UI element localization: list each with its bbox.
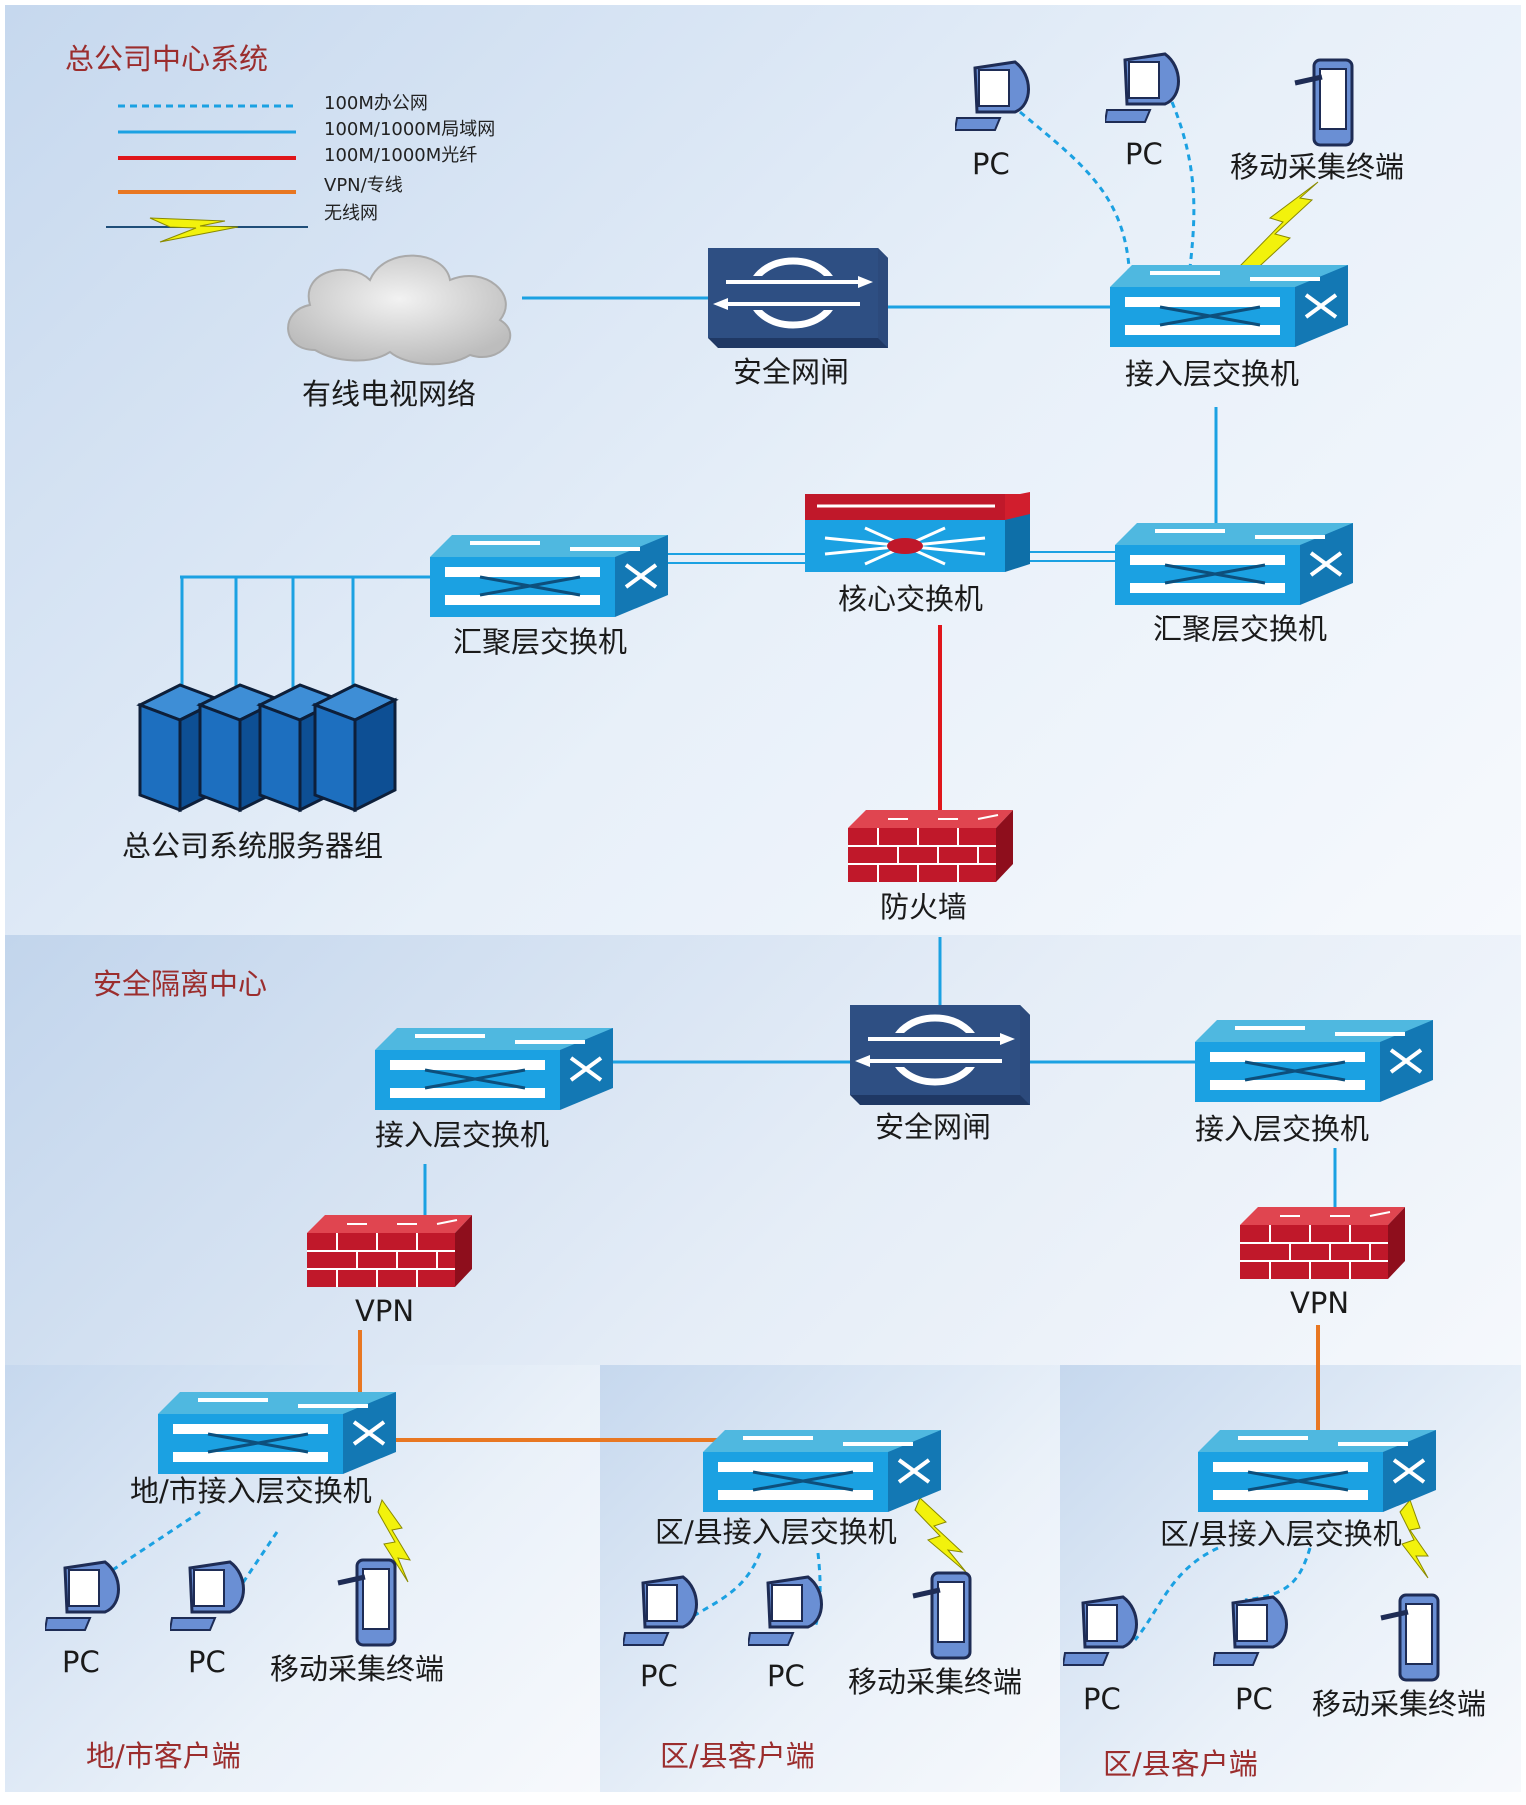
isolation-center-panel xyxy=(5,935,1521,1365)
server-group-icon xyxy=(136,683,399,813)
vpn-firewall-icon xyxy=(1240,1207,1405,1279)
firewall-label: 防火墙 xyxy=(880,890,968,924)
pc-icon xyxy=(170,1560,245,1631)
client3-pc1-label: PC xyxy=(1083,1682,1121,1716)
pc-top-2-label: PC xyxy=(1125,137,1163,171)
legend-wireless-line xyxy=(106,217,308,243)
client2-pc1-label: PC xyxy=(640,1659,678,1693)
agg-left-label: 汇聚层交换机 xyxy=(453,625,628,659)
section-title-county-client-1: 区/县客户端 xyxy=(660,1739,815,1773)
mobile-terminal-icon xyxy=(1380,1593,1440,1682)
county-switch-2-label: 区/县接入层交换机 xyxy=(1160,1517,1402,1551)
pc-icon xyxy=(623,1575,698,1646)
pc-icon xyxy=(1063,1595,1138,1666)
client3-pc2-label: PC xyxy=(1235,1682,1273,1716)
pc-icon xyxy=(1213,1595,1288,1666)
servers-label: 总公司系统服务器组 xyxy=(122,829,384,863)
legend-wireless-label: 无线网 xyxy=(324,203,378,224)
county-switch-1-label: 区/县接入层交换机 xyxy=(655,1515,897,1549)
city-access-switch-icon xyxy=(158,1392,396,1474)
pc-icon xyxy=(748,1575,823,1646)
mobile-top-label: 移动采集终端 xyxy=(1230,150,1405,184)
county-access-switch-icon xyxy=(703,1430,941,1512)
pc-icon xyxy=(955,60,1030,131)
access-switch-icon xyxy=(1195,1020,1433,1102)
vpn-firewall-icon xyxy=(307,1215,472,1287)
client3-mobile-label: 移动采集终端 xyxy=(1312,1687,1487,1721)
mobile-terminal-icon xyxy=(1294,58,1354,147)
client2-pc2-label: PC xyxy=(767,1659,805,1693)
mobile-terminal-icon xyxy=(337,1558,397,1647)
pc-icon xyxy=(45,1560,120,1631)
core-label: 核心交换机 xyxy=(838,582,984,616)
aggregation-switch-icon xyxy=(1115,523,1353,605)
cable-tv-label: 有线电视网络 xyxy=(302,377,477,411)
county-access-switch-icon xyxy=(1198,1430,1436,1512)
section-title-hq: 总公司中心系统 xyxy=(65,42,269,76)
client2-mobile-label: 移动采集终端 xyxy=(848,1665,1023,1699)
pc-icon xyxy=(1105,52,1180,123)
access-mid-right-label: 接入层交换机 xyxy=(1195,1112,1370,1146)
section-title-county-client-2: 区/县客户端 xyxy=(1103,1747,1258,1781)
legend-vpn-label: VPN/专线 xyxy=(324,175,403,196)
client1-mobile-label: 移动采集终端 xyxy=(270,1652,445,1686)
pc-top-1-label: PC xyxy=(972,147,1010,181)
legend-lan-label: 100M/1000M局域网 xyxy=(324,119,496,140)
security-gateway-icon xyxy=(850,1005,1030,1105)
mobile-terminal-icon xyxy=(912,1571,972,1660)
agg-right-label: 汇聚层交换机 xyxy=(1153,612,1328,646)
section-title-city-client: 地/市客户端 xyxy=(86,1739,241,1773)
legend-office-label: 100M办公网 xyxy=(324,93,428,114)
access-switch-icon xyxy=(1110,265,1348,347)
client1-pc1-label: PC xyxy=(62,1645,100,1679)
client1-pc2-label: PC xyxy=(188,1645,226,1679)
gateway-top-label: 安全网闸 xyxy=(733,355,850,389)
city-switch-label: 地/市接入层交换机 xyxy=(130,1474,372,1508)
access-top-label: 接入层交换机 xyxy=(1125,357,1300,391)
core-switch-icon xyxy=(805,492,1030,572)
cloud-icon xyxy=(287,254,512,366)
gateway-mid-label: 安全网闸 xyxy=(875,1110,992,1144)
firewall-icon xyxy=(848,810,1013,882)
legend-fiber-label: 100M/1000M光纤 xyxy=(324,145,478,166)
access-mid-left-label: 接入层交换机 xyxy=(375,1118,550,1152)
vpn-right-label: VPN xyxy=(1290,1286,1350,1320)
access-switch-icon xyxy=(375,1028,613,1110)
aggregation-switch-icon xyxy=(430,535,668,617)
vpn-left-label: VPN xyxy=(355,1294,415,1328)
section-title-isolation: 安全隔离中心 xyxy=(93,967,268,1001)
security-gateway-icon xyxy=(708,248,888,348)
